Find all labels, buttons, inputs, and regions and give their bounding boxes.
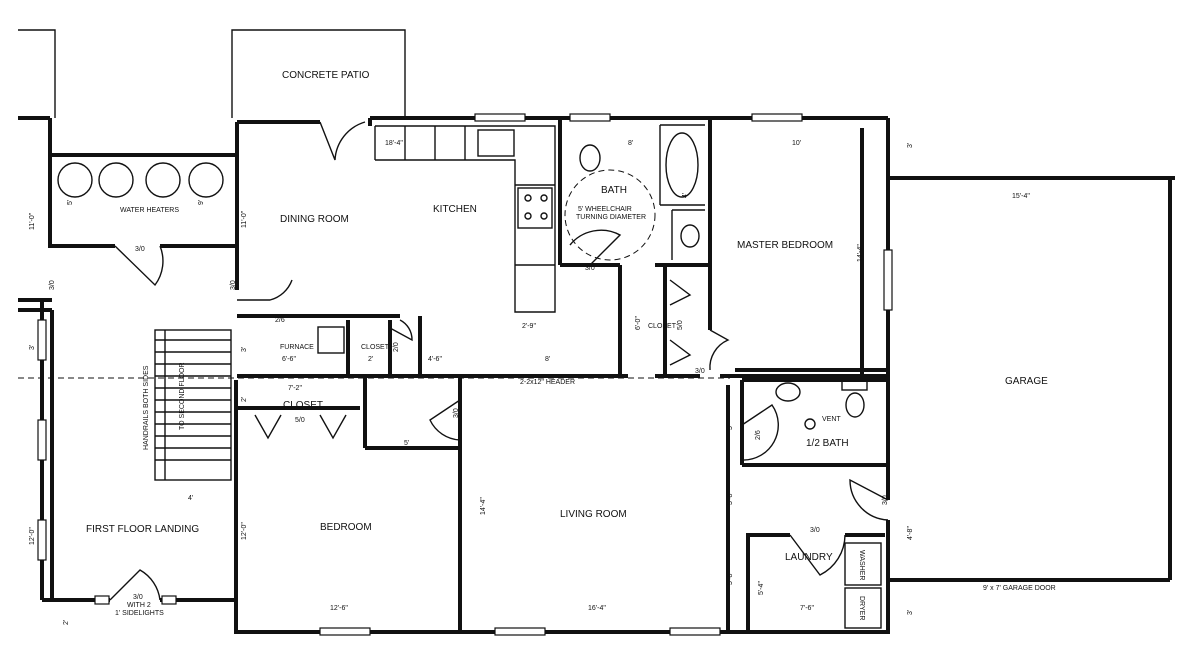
dimension-labels: 18'-4" 8' 10' 15'-4" 2'-9" 6'-6" 2' 4'-6… [29,140,1030,625]
dim-left-11: 11'-0" [29,212,36,230]
furnace-unit [317,326,345,354]
dim-left-2: 2' [63,620,70,625]
header-label: 2-2x12" HEADER [520,379,575,386]
dim-left-3: 3' [29,345,36,350]
dim-bedroom-5: 5' [404,440,409,447]
closet-hall-label: CLOSET [283,400,323,411]
dim-wh-9: 9' [198,200,205,205]
dim-closet-2: 2' [241,397,248,402]
dim-garage-3b: 3' [907,610,914,615]
door-closet-20: 2/0 [393,342,400,352]
door-wh: 3/0 [135,246,145,253]
dim-hall-45: 4'-6" [428,356,442,363]
turning-diameter-label: TURNING DIAMETER [576,214,646,221]
door-left-30: 3/0 [49,280,56,290]
water-heaters-label: WATER HEATERS [120,207,179,214]
dim-bedroom-12: 12'-0" [241,522,248,540]
dim-dining-11: 11'-0" [241,210,248,228]
dim-closet-6: 6'-0" [635,316,642,330]
walls [18,29,1175,634]
dim-kitchen-top: 18'-4" [385,140,403,147]
bath-label: BATH [601,185,627,196]
windows [37,113,893,636]
door-laundry-30: 3/0 [810,527,820,534]
handrails-label: HANDRAILS BOTH SIDES [143,365,150,450]
dim-closet-w: 2' [368,356,373,363]
garage-door-label: 9' x 7' GARAGE DOOR [983,585,1056,592]
vent-label: VENT [822,416,841,423]
dim-living-bottom: 16'-4" [588,605,606,612]
closet-small-label: CLOSET [361,344,390,351]
door-furnace-26: 2/6 [275,317,285,324]
dim-living-58: 5'-8" [727,571,734,585]
door-garage-30: 3/0 [882,495,889,505]
dim-dining-3: 3' [241,347,248,352]
garage-label: GARAGE [1005,376,1048,387]
dim-master-top: 10' [792,140,801,147]
bedroom-label: BEDROOM [320,522,372,533]
door-half-bath-26: 2/6 [755,430,762,440]
stairs [154,329,232,481]
front-door-size: 3/0 [133,594,143,601]
wheelchair-label: 5' WHEELCHAIR [578,206,632,213]
half-bath-label: 1/2 BATH [806,438,849,449]
dim-living-38: 3'-8" [727,491,734,505]
front-door-with: WITH 2 [127,602,151,609]
dim-closet-72: 7'-2" [288,385,302,392]
dryer-label: DRYER [858,596,865,620]
furnace-label: FURNACE [280,344,314,351]
laundry-label: LAUNDRY [785,552,833,563]
door-closet-50: 5/0 [677,320,684,330]
washer-label: WASHER [858,550,865,580]
dim-living-5: 5' [727,425,734,430]
dim-bath-4: 4' [682,193,689,198]
fixtures [564,132,868,430]
door-bath-30: 3/0 [585,265,595,272]
master-bedroom-label: MASTER BEDROOM [737,240,833,251]
living-room-label: LIVING ROOM [560,509,627,520]
dim-garage-48: 4'-8" [907,526,914,540]
dim-master-14: 14'-4" [857,244,864,262]
dim-laundry-bottom: 7'-6" [800,605,814,612]
door-dining-30: 3/0 [230,280,237,290]
water-heaters [57,162,224,198]
dining-room-label: DINING ROOM [280,214,349,225]
front-door-sidelights: 1' SIDELIGHTS [115,610,164,617]
dim-bedroom-bottom: 12'-6" [330,605,348,612]
doors [109,121,889,601]
dim-garage-top: 15'-4" [1012,193,1030,200]
dim-bath-top: 8' [628,140,633,147]
dim-landing-4: 4' [188,495,193,502]
closet-master-label: CLOSET [648,323,677,330]
dim-living-14: 14'-4" [480,497,487,515]
dim-furnace-w: 6'-6" [282,356,296,363]
door-bedroom-30: 3/0 [453,408,460,418]
dim-garage-3a: 3' [907,143,914,148]
kitchen-label: KITCHEN [433,204,477,215]
to-second-floor-label: TO SECOND FLOOR [179,362,186,430]
dim-kitchen-bottom: 2'-9" [522,323,536,330]
dim-laundry-54: 5'-4" [758,581,765,595]
room-labels: CONCRETE PATIO WATER HEATERS DINING ROOM… [86,70,1056,620]
door-labels: 3/0 3/0 3/0 2/6 2/0 3/0 5/0 3/0 5/0 3/0 … [49,246,889,534]
door-master-30: 3/0 [695,368,705,375]
first-floor-landing-label: FIRST FLOOR LANDING [86,524,199,535]
patio-outline [231,29,406,118]
dim-hall-8: 8' [545,356,550,363]
door-hall-closet-50: 5/0 [295,417,305,424]
dim-wh-5: 5' [67,200,74,205]
dim-left-12: 12'-0" [29,527,36,545]
concrete-patio-label: CONCRETE PATIO [282,70,370,81]
